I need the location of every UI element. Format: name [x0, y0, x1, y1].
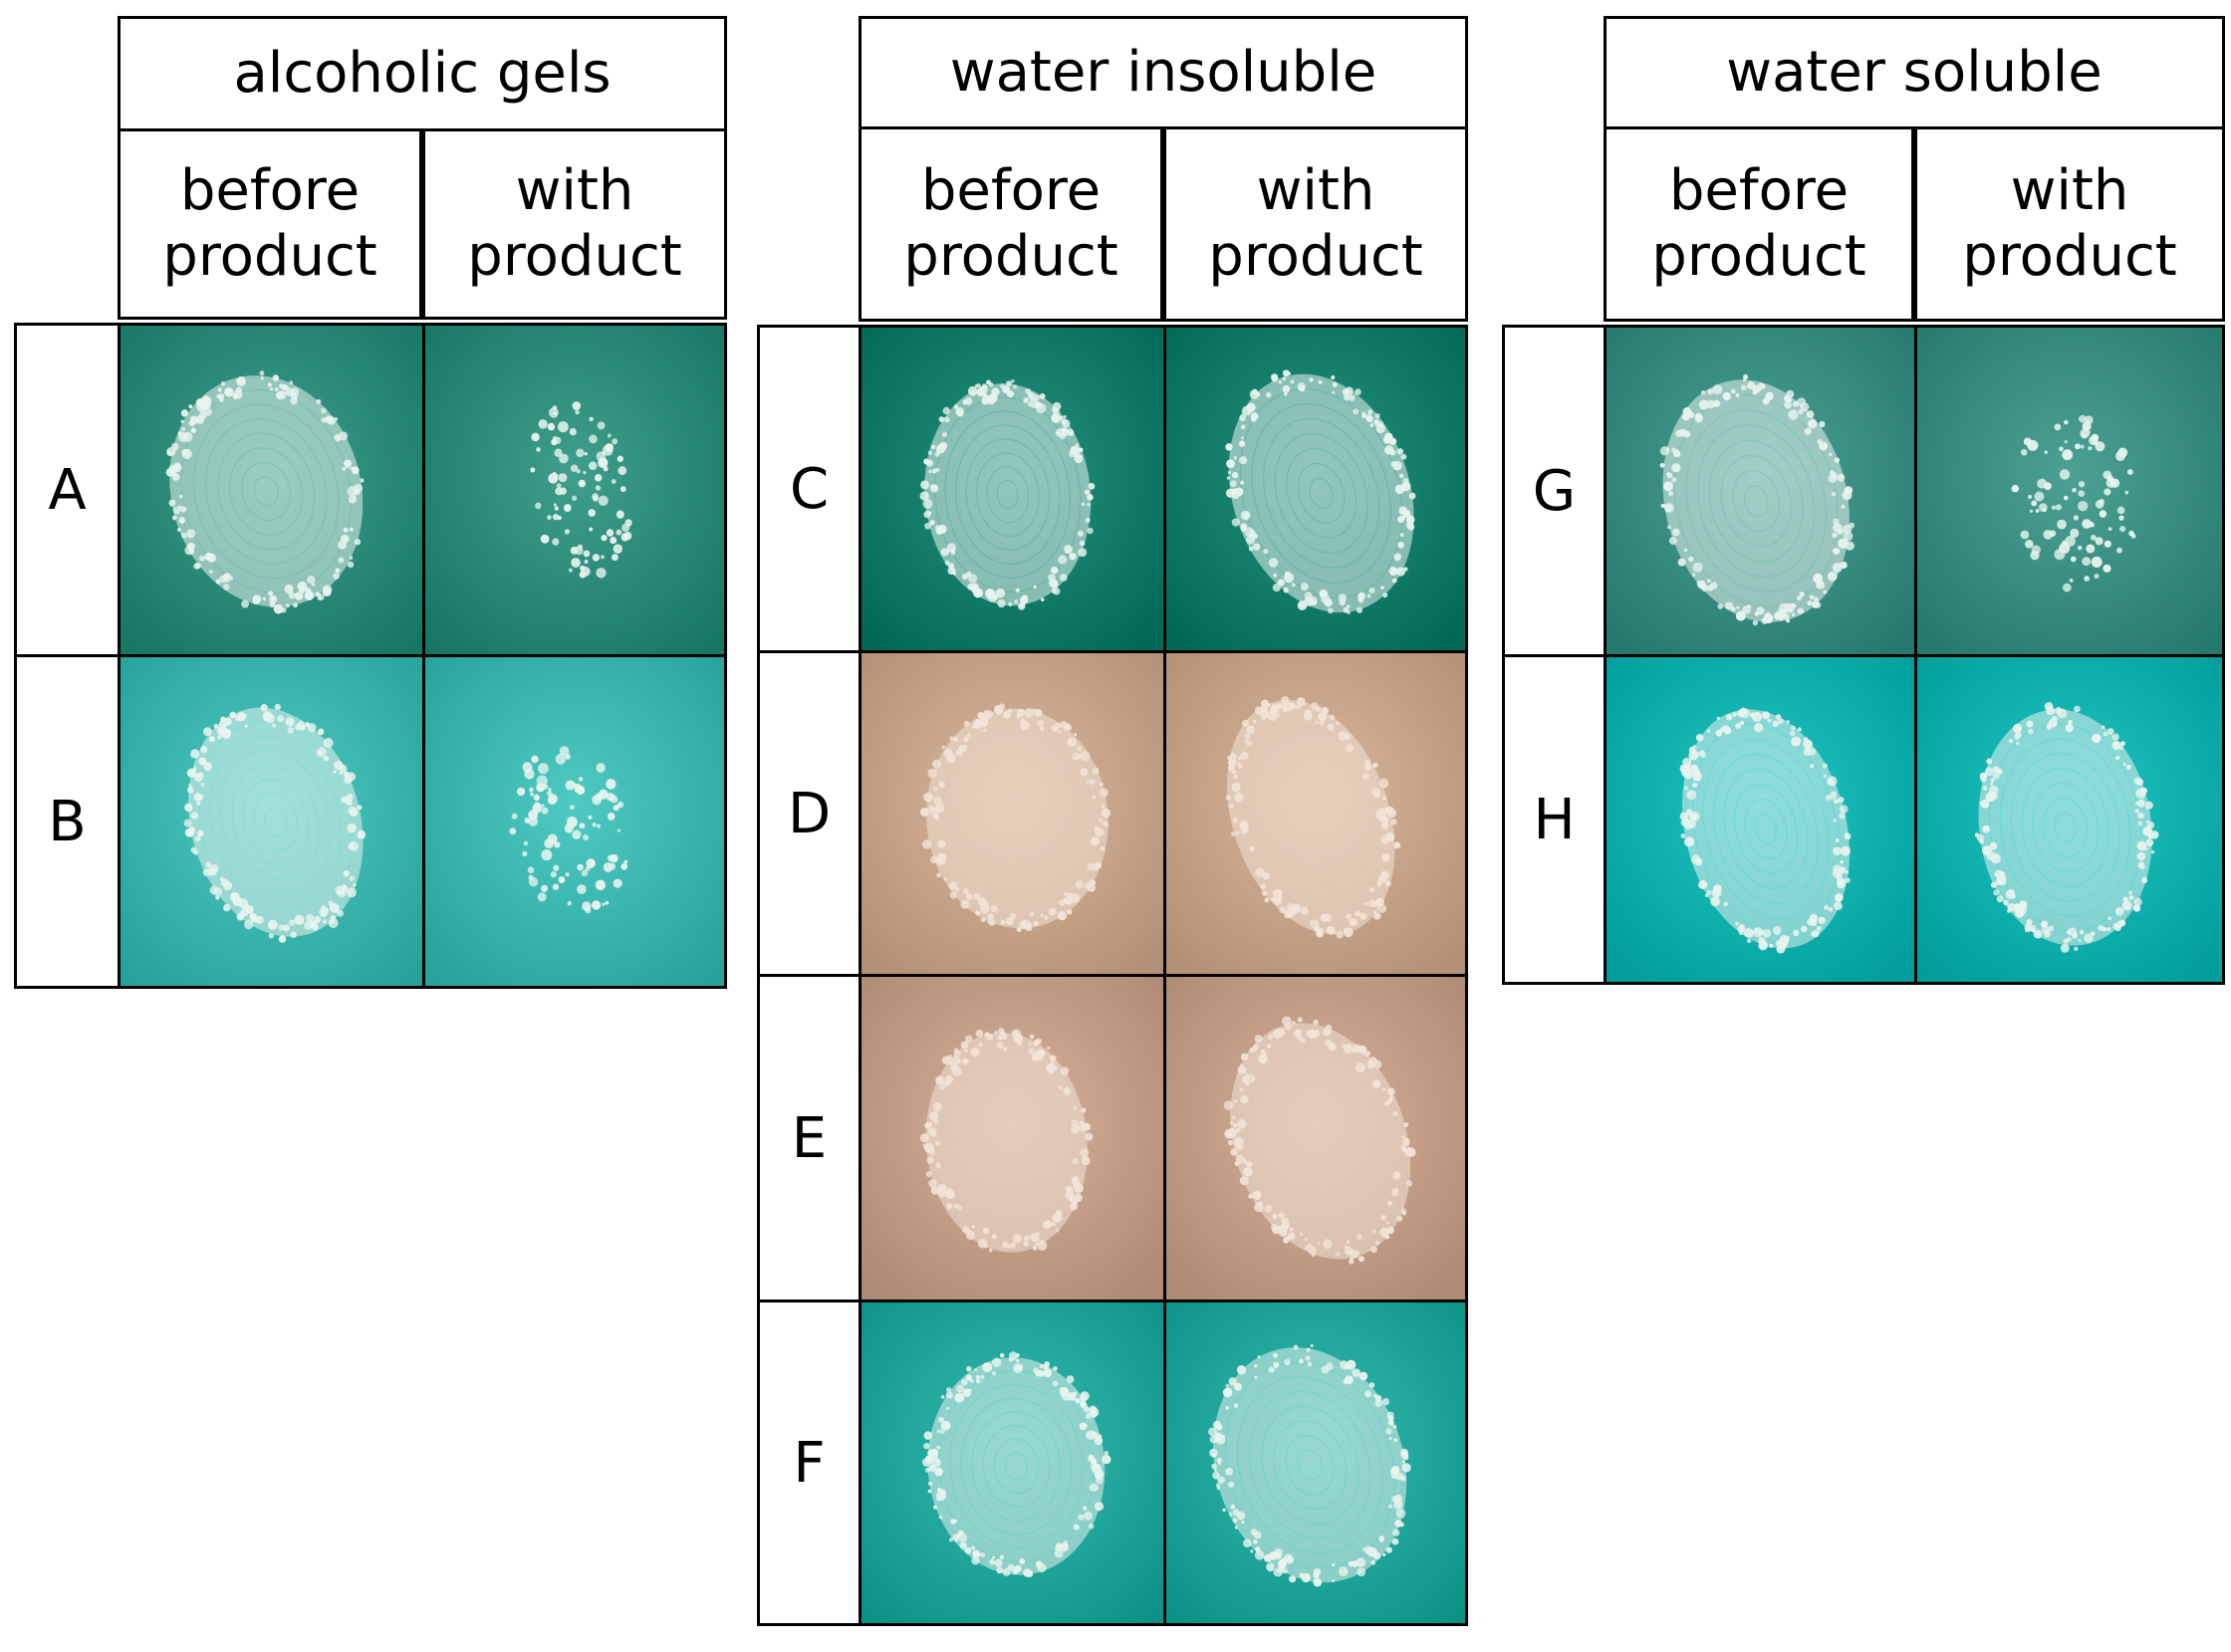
row-label-f: F: [757, 1299, 862, 1626]
plate-a-with: [422, 323, 727, 657]
culture-plate-image: [1166, 328, 1465, 650]
culture-plate-image: [862, 1302, 1163, 1623]
culture-plate-image: [1166, 653, 1465, 974]
column-header-before: before product: [118, 128, 422, 320]
row-label-b: B: [14, 654, 121, 989]
plate-f-before: [859, 1299, 1166, 1626]
culture-plate-image: [1607, 657, 1914, 982]
culture-plate-image: [1607, 328, 1914, 654]
plate-a-before: [118, 323, 425, 657]
row-label-h: H: [1502, 654, 1607, 985]
culture-plate-image: [862, 977, 1163, 1299]
row-label-a: A: [14, 323, 121, 657]
column-header-with: with product: [1914, 126, 2225, 322]
plate-f-with: [1163, 1299, 1468, 1626]
culture-plate-image: [1917, 328, 2222, 654]
plate-e-with: [1163, 974, 1468, 1302]
culture-plate-image: [1917, 657, 2222, 982]
culture-plate-image: [121, 657, 422, 986]
plate-g-with: [1914, 325, 2225, 657]
group-header-0: alcoholic gels: [118, 16, 727, 131]
column-header-with: with product: [422, 128, 727, 320]
plate-h-with: [1914, 654, 2225, 985]
culture-plate-image: [121, 326, 422, 654]
row-label-d: D: [757, 650, 862, 977]
plate-g-before: [1604, 325, 1917, 657]
column-header-before: before product: [1604, 126, 1914, 322]
row-label-c: C: [757, 325, 862, 653]
group-header-1: water insoluble: [859, 16, 1468, 129]
culture-plate-image: [862, 653, 1163, 974]
column-header-before: before product: [859, 126, 1163, 322]
column-header-with: with product: [1163, 126, 1468, 322]
row-label-g: G: [1502, 325, 1607, 657]
plate-h-before: [1604, 654, 1917, 985]
row-label-e: E: [757, 974, 862, 1302]
culture-plate-image: [1166, 1302, 1465, 1623]
culture-plate-image: [1166, 977, 1465, 1299]
plate-c-with: [1163, 325, 1468, 653]
plate-d-with: [1163, 650, 1468, 977]
culture-plate-image: [862, 328, 1163, 650]
plate-d-before: [859, 650, 1166, 977]
group-header-2: water soluble: [1604, 16, 2225, 129]
culture-plate-image: [425, 326, 724, 654]
plate-b-with: [422, 654, 727, 989]
culture-plate-image: [425, 657, 724, 986]
plate-e-before: [859, 974, 1166, 1302]
plate-b-before: [118, 654, 425, 989]
plate-c-before: [859, 325, 1166, 653]
